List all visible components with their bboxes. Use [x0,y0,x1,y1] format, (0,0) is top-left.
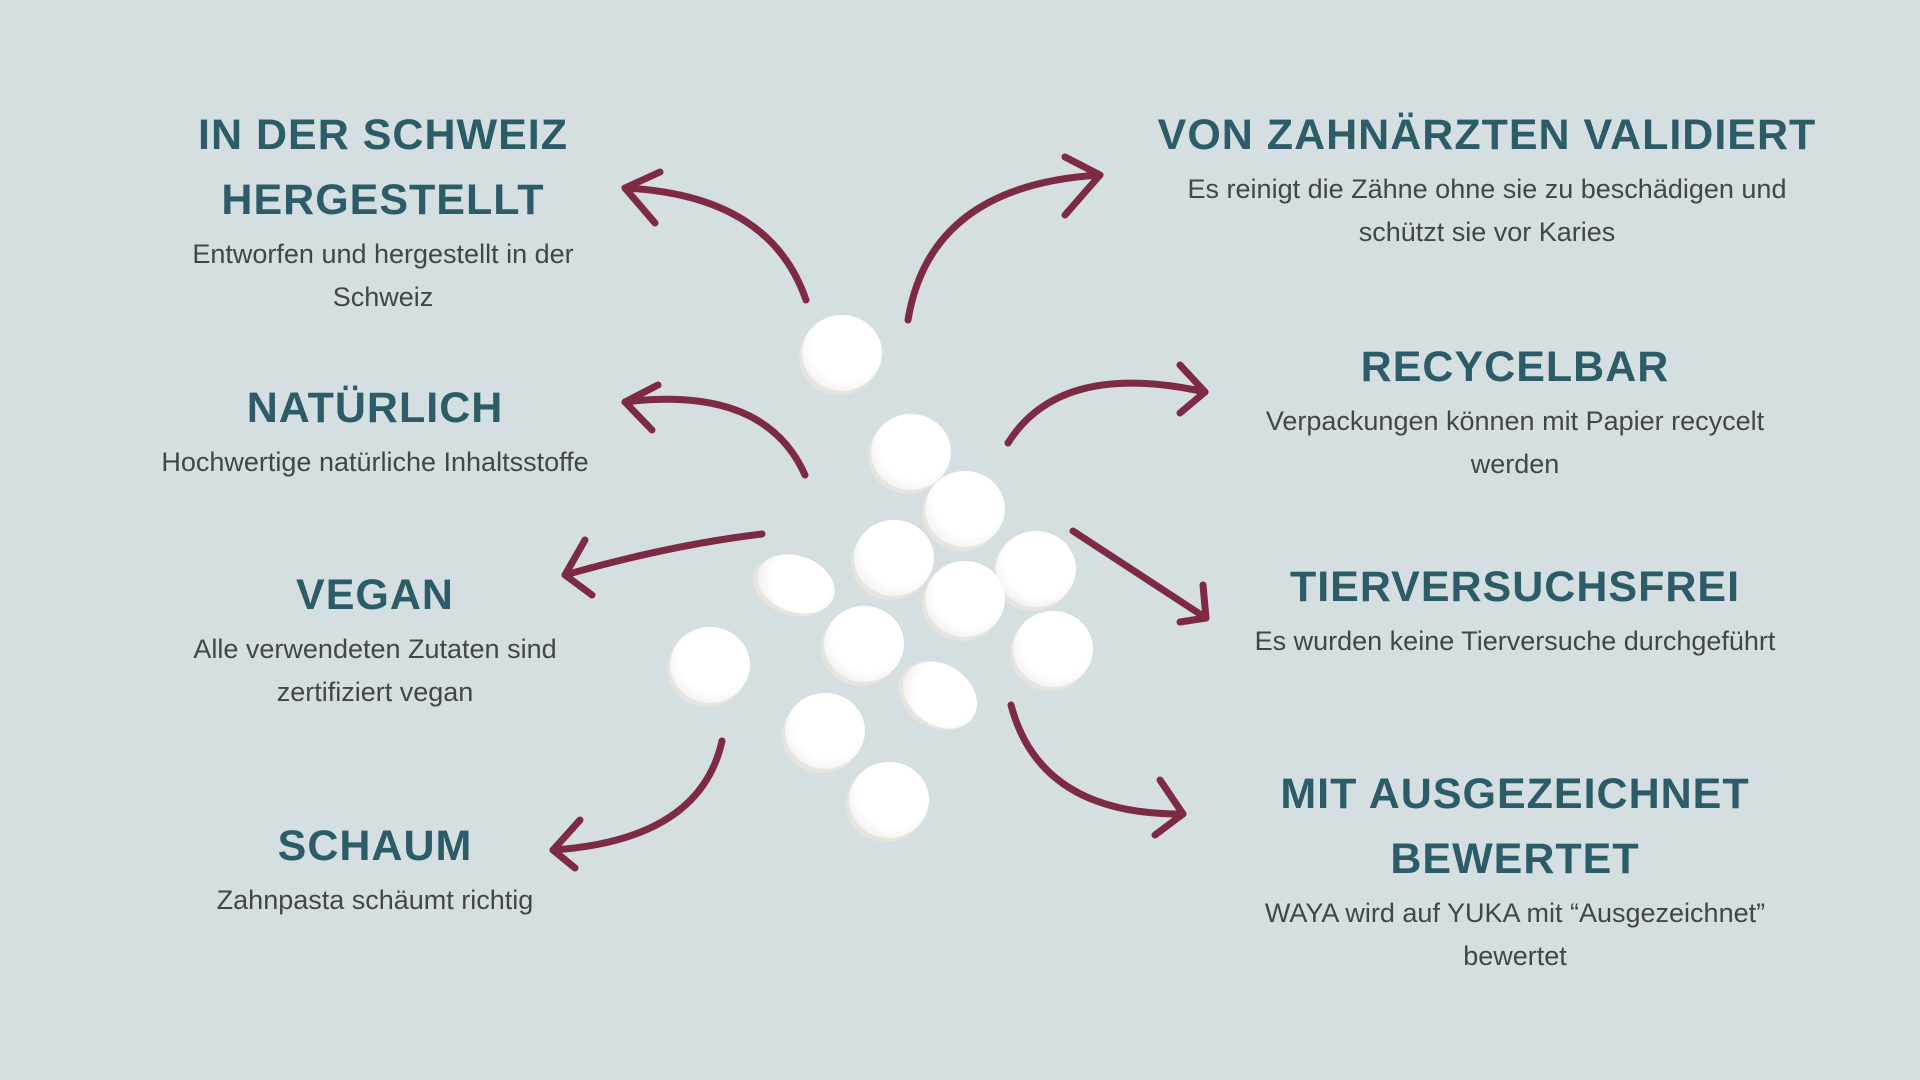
feature-dentist-validated: VON ZAHNÄRZTEN VALIDIERT Es reinigt die … [1158,103,1817,254]
arrow-icon [904,153,1104,324]
feature-title: HERGESTELLT [221,176,545,224]
feature-title: IN DER SCHWEIZ [198,111,568,159]
feature-text: Alle verwendeten Zutaten sind [193,634,557,664]
arrow-icon [621,381,809,479]
feature-text: WAYA wird auf YUKA mit “Ausgezeichnet” [1264,898,1766,928]
arrow-icon [1069,527,1210,626]
tablet [925,561,1005,637]
feature-text: Verpackungen können mit Papier recycelt [1265,406,1765,436]
arrow-icon [549,737,726,872]
feature-title: SCHAUM [277,822,473,870]
feature-recyclable: RECYCELBAR Verpackungen können mit Papie… [1266,335,1764,486]
feature-title: NATÜRLICH [246,384,504,432]
tablet [1013,611,1093,687]
feature-foam: SCHAUM Zahnpasta schäumt richtig [217,814,534,922]
tablet [849,762,929,838]
feature-text: werden [1470,449,1560,479]
feature-title: BEWERTET [1390,835,1640,883]
feature-title: VEGAN [296,571,454,619]
feature-text: Entworfen und hergestellt in der [192,239,574,269]
feature-title: MIT AUSGEZEICHNET [1280,770,1750,818]
feature-text: bewertet [1463,941,1567,971]
tablet [670,627,750,703]
feature-title: VON ZAHNÄRZTEN VALIDIERT [1157,111,1817,159]
tablet [854,520,934,596]
feature-title: RECYCELBAR [1360,343,1670,391]
tablet [871,414,951,490]
feature-natural: NATÜRLICH Hochwertige natürliche Inhalts… [161,376,588,484]
feature-cruelty-free: TIERVERSUCHSFREI Es wurden keine Tierver… [1255,555,1776,663]
feature-text: Es reinigt die Zähne ohne sie zu beschäd… [1187,174,1787,204]
arrow-icon [621,168,810,304]
tablet [802,315,882,391]
tablet [925,471,1005,547]
tablet [785,693,865,769]
feature-vegan: VEGAN Alle verwendeten Zutaten sind zert… [193,563,556,714]
feature-text: Hochwertige natürliche Inhaltsstoffe [161,447,589,477]
feature-text: Es wurden keine Tierversuche durchgeführ… [1254,626,1776,656]
feature-title: TIERVERSUCHSFREI [1289,563,1741,611]
feature-excellent-rating: MIT AUSGEZEICHNET BEWERTET WAYA wird auf… [1265,762,1765,978]
arrow-icon [1004,361,1209,447]
arrow-icon [561,530,766,599]
feature-text: Schweiz [332,282,434,312]
feature-swiss-made: IN DER SCHWEIZ HERGESTELLT Entworfen und… [192,103,573,319]
tablet [996,531,1076,607]
tablet [824,606,904,682]
arrow-icon [1007,701,1187,839]
feature-text: zertifiziert vegan [276,677,474,707]
feature-text: schützt sie vor Karies [1358,217,1616,247]
feature-text: Zahnpasta schäumt richtig [216,885,534,915]
